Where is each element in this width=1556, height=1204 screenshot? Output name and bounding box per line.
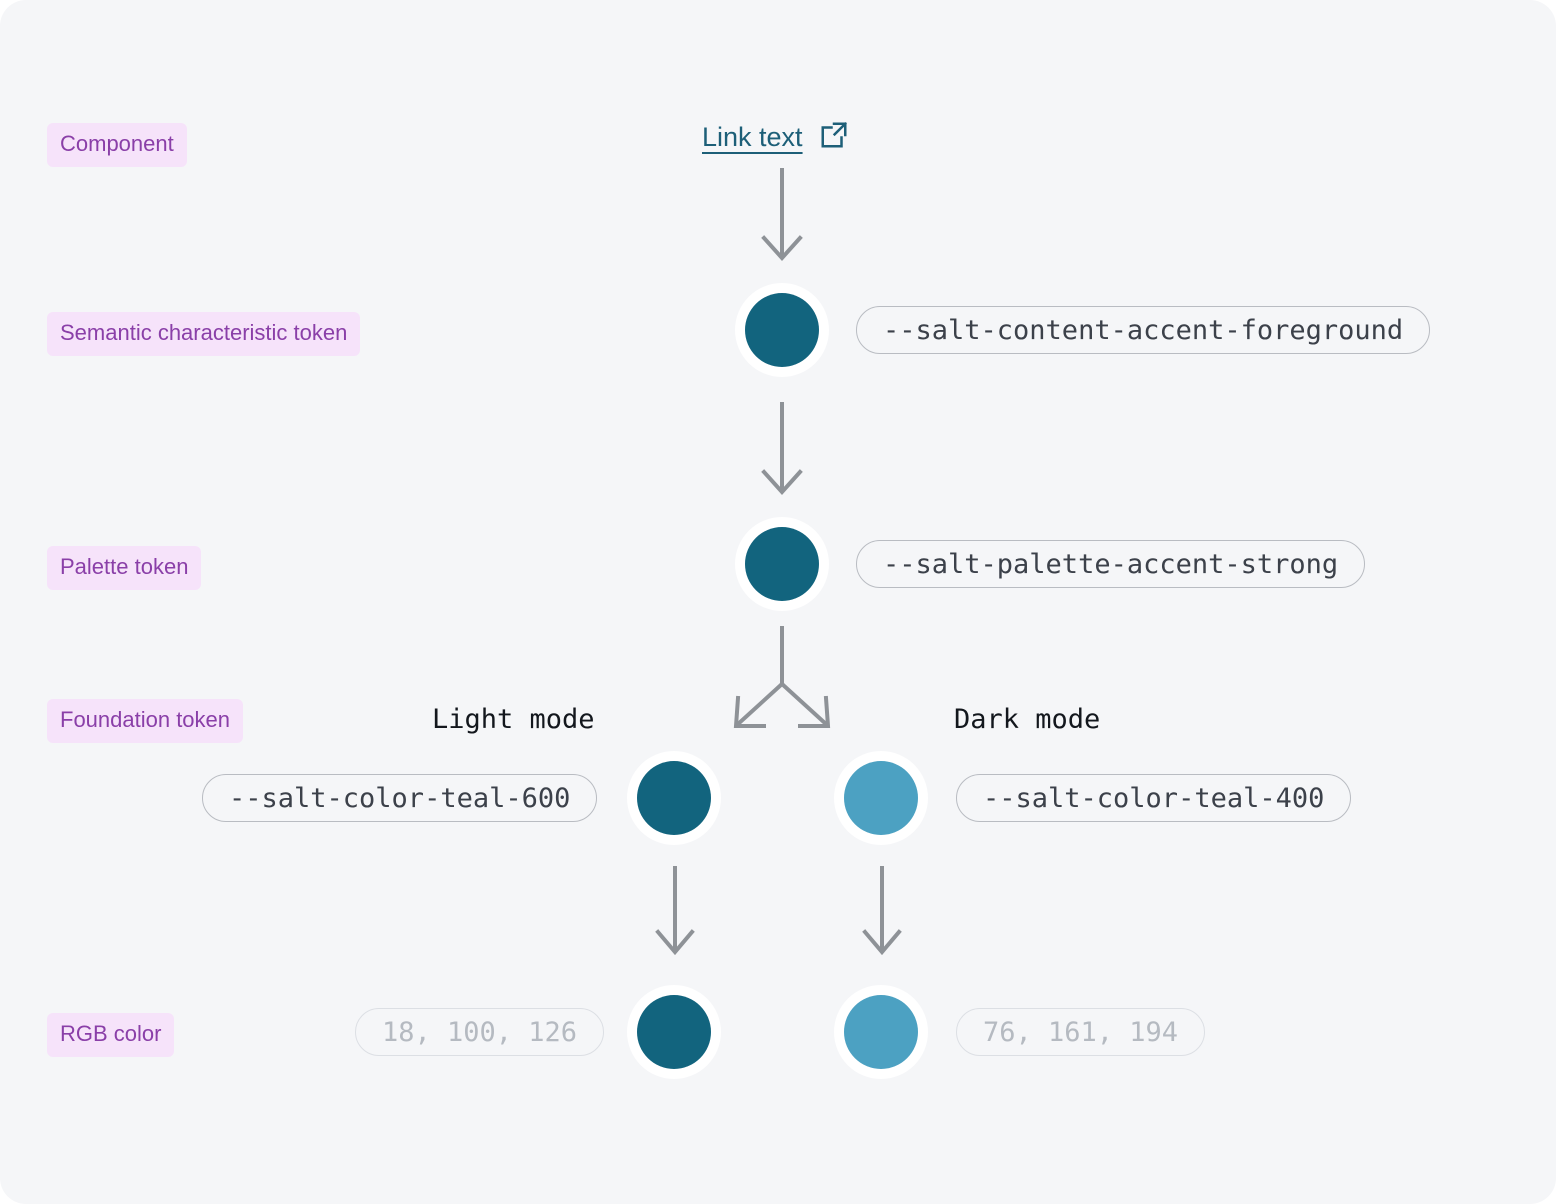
swatch-dot <box>637 995 711 1069</box>
stage-label-palette-token: Palette token <box>47 546 202 590</box>
token-pill-foundation-dark[interactable]: --salt-color-teal-400 <box>956 774 1352 822</box>
rgb-value-light: 18, 100, 126 <box>355 1008 605 1056</box>
arrow-down-semantic-to-palette <box>742 402 822 503</box>
stage-label-foundation-token: Foundation token <box>47 699 244 743</box>
swatch-dot <box>745 527 819 601</box>
component-link[interactable]: Link text <box>702 120 849 155</box>
swatch-foundation-light <box>627 751 721 845</box>
token-pill-foundation-light[interactable]: --salt-color-teal-600 <box>202 774 598 822</box>
stage-label-component: Component <box>47 123 187 167</box>
swatch-palette-token <box>735 517 829 611</box>
swatch-rgb-light <box>627 985 721 1079</box>
external-link-icon[interactable] <box>819 120 849 155</box>
swatch-dot <box>745 293 819 367</box>
stage-label-rgb-color: RGB color <box>47 1013 175 1057</box>
stage-label-semantic-characteristic-token: Semantic characteristic token <box>47 312 361 356</box>
arrow-down-foundation-dark-to-rgb <box>847 866 917 963</box>
swatch-rgb-dark <box>834 985 928 1079</box>
swatch-dot <box>844 995 918 1069</box>
arrow-branch-palette-to-modes <box>714 626 850 739</box>
swatch-foundation-dark <box>834 751 928 845</box>
token-pill-palette[interactable]: --salt-palette-accent-strong <box>856 540 1366 588</box>
link-text-label[interactable]: Link text <box>702 122 803 152</box>
rgb-value-dark: 76, 161, 194 <box>956 1008 1206 1056</box>
swatch-dot <box>637 761 711 835</box>
token-pill-semantic[interactable]: --salt-content-accent-foreground <box>856 306 1431 354</box>
swatch-dot <box>844 761 918 835</box>
caption-dark-mode: Dark mode <box>954 704 1101 735</box>
swatch-semantic-token <box>735 283 829 377</box>
caption-light-mode: Light mode <box>432 704 595 735</box>
arrow-down-foundation-light-to-rgb <box>640 866 710 963</box>
arrow-down-component-to-semantic <box>742 168 822 269</box>
